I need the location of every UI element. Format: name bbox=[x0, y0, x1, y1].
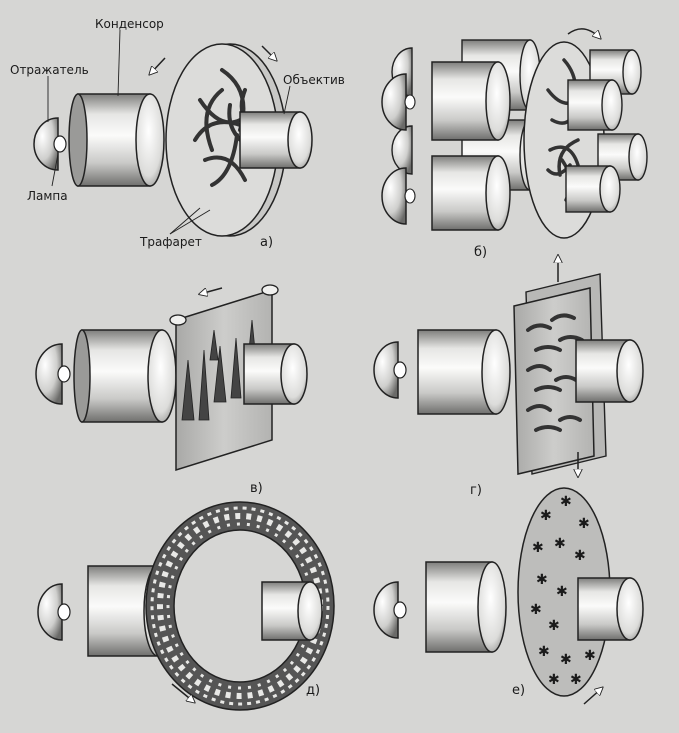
lamp-icon bbox=[404, 94, 416, 110]
svg-text:✱: ✱ bbox=[574, 548, 586, 564]
reflector-dome-icon bbox=[381, 73, 407, 131]
lamp-icon bbox=[57, 603, 71, 621]
stencil-plates bbox=[513, 273, 607, 475]
label-stencil: Трафарет bbox=[139, 235, 202, 249]
svg-text:✱: ✱ bbox=[560, 494, 572, 510]
svg-text:✱: ✱ bbox=[530, 602, 542, 618]
reflector-dome-icon bbox=[35, 343, 63, 405]
panel-b: б) bbox=[381, 28, 648, 260]
panel-d: д) bbox=[37, 501, 335, 711]
panel-g: г) bbox=[373, 256, 644, 498]
svg-text:✱: ✱ bbox=[548, 618, 560, 634]
direction-arrow-icon bbox=[200, 287, 223, 294]
panel-label-v: в) bbox=[250, 481, 263, 496]
reflector-dome-icon bbox=[373, 341, 399, 399]
rotation-arrow-icon bbox=[261, 45, 276, 60]
lamp-icon bbox=[53, 135, 67, 153]
lamp-icon bbox=[393, 601, 407, 619]
reflector-dome-icon bbox=[373, 581, 399, 639]
panel-label-d: д) bbox=[306, 683, 320, 698]
panel-label-e: е) bbox=[512, 683, 525, 698]
label-reflector: Отражатель bbox=[10, 63, 89, 77]
lamp-icon bbox=[393, 361, 407, 379]
reflector-dome-icon bbox=[37, 583, 63, 641]
label-objective: Объектив bbox=[283, 73, 345, 87]
label-condenser: Конденсор bbox=[95, 17, 164, 31]
rotation-arrow-icon bbox=[150, 57, 166, 74]
stencil-disc bbox=[165, 43, 287, 237]
rotation-arrow-icon bbox=[583, 688, 602, 705]
panel-e: ✱✱✱ ✱✱✱ ✱✱✱ ✱✱✱ ✱✱✱ е) bbox=[373, 487, 644, 705]
panel-a: Конденсор Отражатель Объектив Лампа Траф… bbox=[10, 17, 345, 250]
svg-text:✱: ✱ bbox=[538, 644, 550, 660]
svg-text:✱: ✱ bbox=[584, 648, 596, 664]
svg-text:✱: ✱ bbox=[556, 584, 568, 600]
rotation-arrow-icon bbox=[171, 683, 194, 702]
svg-text:✱: ✱ bbox=[554, 536, 566, 552]
svg-text:✱: ✱ bbox=[570, 672, 582, 688]
label-lamp: Лампа bbox=[27, 189, 68, 203]
stencil-tape bbox=[169, 284, 279, 472]
svg-text:✱: ✱ bbox=[578, 516, 590, 532]
panel-label-b: б) bbox=[474, 245, 487, 260]
panel-label-g: г) bbox=[470, 483, 482, 498]
svg-text:✱: ✱ bbox=[548, 672, 560, 688]
rotation-arrow-icon bbox=[567, 28, 600, 38]
svg-text:✱: ✱ bbox=[560, 652, 572, 668]
stencil-star-disc: ✱✱✱ ✱✱✱ ✱✱✱ ✱✱✱ ✱✱✱ bbox=[517, 487, 611, 697]
panel-label-a: а) bbox=[260, 235, 273, 250]
panel-v: в) bbox=[35, 284, 308, 496]
svg-text:✱: ✱ bbox=[540, 508, 552, 524]
svg-text:✱: ✱ bbox=[532, 540, 544, 556]
svg-text:✱: ✱ bbox=[536, 572, 548, 588]
lamp-icon bbox=[57, 365, 71, 383]
